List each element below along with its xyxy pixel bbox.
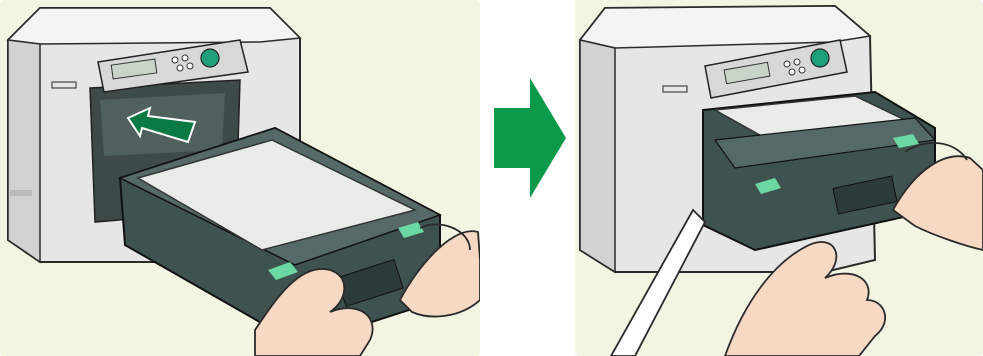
step-tray-inserted-panel bbox=[575, 0, 983, 356]
tray-inserted-illustration bbox=[575, 0, 983, 356]
next-step-arrow-icon bbox=[490, 78, 570, 198]
panel-button-icon bbox=[811, 49, 829, 67]
next-step-arrow bbox=[490, 78, 570, 198]
panel-button-icon bbox=[201, 49, 219, 67]
insert-tray-illustration bbox=[0, 0, 480, 356]
step-insert-tray-panel bbox=[0, 0, 480, 356]
